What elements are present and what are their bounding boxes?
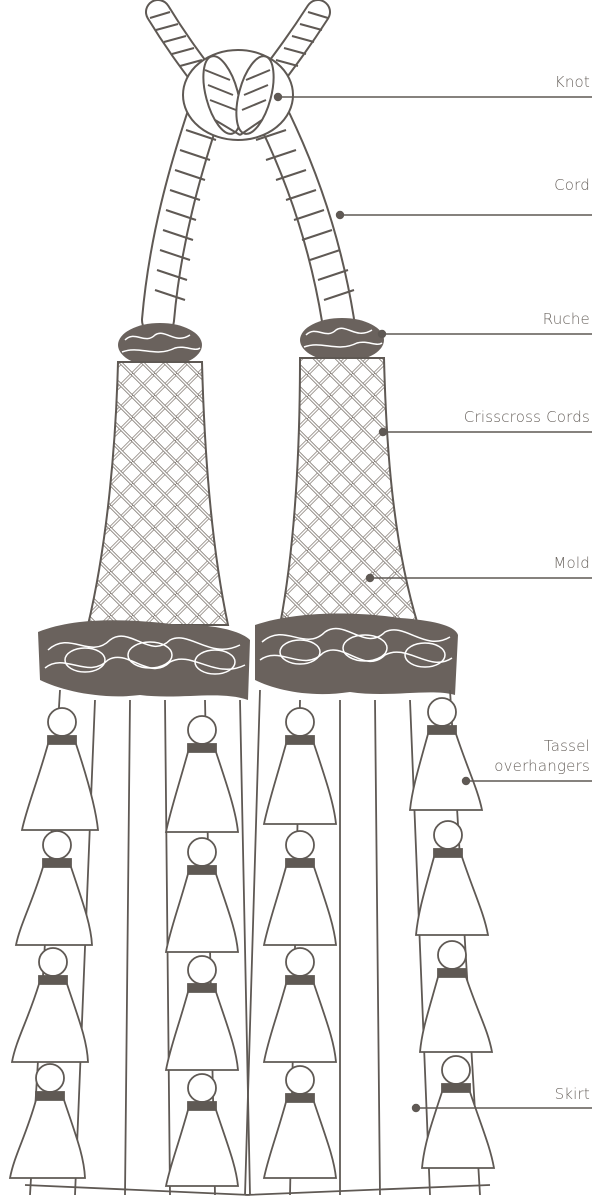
label-skirt: Skirt — [555, 1085, 590, 1104]
tassel-column-3 — [264, 708, 336, 1178]
label-tassel-line2: overhangers — [494, 757, 590, 776]
ruffle-band-right — [255, 614, 458, 695]
mold-left — [88, 362, 228, 625]
label-mold: Mold — [553, 554, 590, 573]
label-knot: Knot — [555, 73, 590, 92]
tassel-column-1 — [10, 708, 98, 1178]
ruche-right — [300, 318, 384, 362]
tassel-column-2 — [166, 716, 238, 1186]
mold-right — [280, 358, 418, 625]
ruche-left — [118, 323, 202, 367]
cord-right-lower-inner — [270, 110, 338, 320]
label-cord: Cord — [554, 176, 590, 195]
label-tassel-line1: Tassel — [544, 737, 590, 756]
ruffle-band-left — [38, 620, 250, 700]
label-crisscross-cords: Crisscross Cords — [464, 408, 590, 427]
label-ruche: Ruche — [543, 310, 590, 329]
tassel-column-4 — [410, 698, 494, 1168]
